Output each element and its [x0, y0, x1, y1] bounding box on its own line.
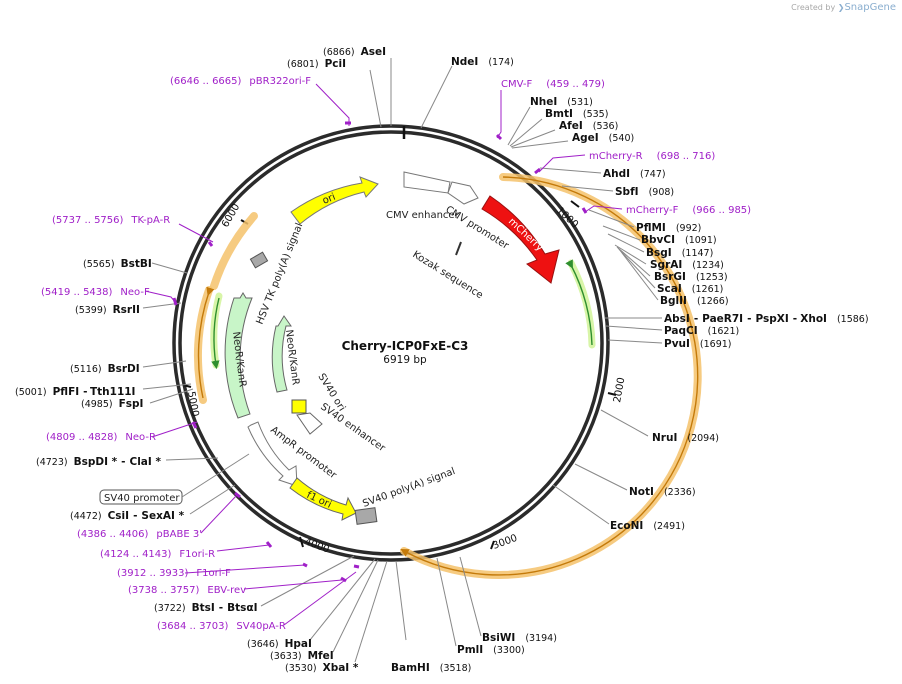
- neor-inner-label: NeoR/KanR: [283, 329, 301, 386]
- credit-brand: SnapGene: [844, 2, 896, 13]
- backbone-inner-ring: [178, 130, 604, 556]
- enzyme-agei: AgeI(540): [572, 132, 634, 144]
- primer-mcherry-r: mCherry-R(698 .. 716): [589, 151, 715, 162]
- neo-orf-arrow-right: [565, 259, 593, 346]
- enzyme-sbfi: SbfI(908): [615, 186, 674, 198]
- sv40-enhancer-shape: [296, 412, 323, 435]
- enzyme-bstbi: (5565)BstBI: [83, 258, 152, 270]
- enzyme-nhei: NheI(531): [530, 96, 593, 108]
- primer-tk-pa-r: (5737 .. 5756)TK-pA-R: [52, 215, 170, 226]
- enzyme-pcii: (6801)PciI: [287, 58, 346, 70]
- enzyme-pvui: PvuI(1691): [664, 338, 732, 350]
- tick-label-2000: 2000: [612, 377, 627, 404]
- enzyme-bsiwi: BsiWI(3194): [482, 632, 557, 644]
- primer-neo-r: (4809 .. 4828)Neo-R: [46, 432, 156, 443]
- primer-pbr322ori-f: (6646 .. 6665)pBR322ori-F: [170, 76, 311, 87]
- hsv-tk-label: HSV TK poly(A) signal: [255, 222, 306, 327]
- primer-ebv-rev: (3738 .. 3757)EBV-rev: [128, 585, 246, 596]
- primer-leaders: [144, 83, 623, 626]
- enzyme-hpai: (3646)HpaI: [247, 638, 312, 650]
- tick-label-5000: 5000: [185, 391, 200, 418]
- enzyme-bbvci: BbvCI(1091): [641, 234, 717, 246]
- enzyme-fspi: (4985)FspI: [81, 398, 143, 410]
- enzyme-noti: NotI(2336): [629, 486, 696, 498]
- neor-inner-arrow: [271, 315, 292, 393]
- orf-highlight-left-1: [210, 212, 258, 290]
- enzyme-ndei: NdeI(174): [451, 56, 514, 68]
- f1-ori-arrow: [289, 477, 357, 521]
- neo-orf-arrow-left: [211, 297, 220, 370]
- sv40-ori-box: [291, 399, 307, 414]
- enzyme-bsrgi: BsrGI(1253): [654, 271, 728, 283]
- plasmid-size: 6919 bp: [383, 354, 427, 366]
- orf-highlight-left-2: [193, 286, 213, 404]
- enzyme-bspdi: (4723)BspDI *-ClaI *: [36, 456, 161, 468]
- enzyme-bamhi: BamHI(3518): [391, 662, 471, 674]
- enzyme-bsgi: BsgI(1147): [646, 247, 713, 259]
- enzyme-xbai: (3530)XbaI *: [285, 662, 359, 674]
- enzyme-pflmi: PflMI(992): [636, 222, 701, 234]
- primer-cmv-f: CMV-F(459 .. 479): [501, 79, 605, 90]
- mcherry-label: mCherry: [506, 216, 545, 254]
- mcherry-arrow: [481, 195, 560, 284]
- cmv-enhancer-arrow: [403, 171, 451, 194]
- sv40-enhancer-label: SV40 enhancer: [318, 401, 387, 454]
- sv40-promoter-label: SV40 promoter: [104, 493, 180, 504]
- ampr-promoter-label: AmpR promoter: [268, 425, 339, 482]
- enzyme-asei: (6866)AseI: [323, 46, 386, 58]
- kozak-label: Kozak sequence: [410, 249, 484, 301]
- enzyme-btsi: (3722)BtsI-BtsαI: [154, 602, 258, 614]
- enzyme-bsrdi: (5116)BsrDI: [70, 363, 140, 375]
- enzyme-scai: ScaI(1261): [657, 283, 723, 295]
- enzyme-pflfi: (5001)PflFI-Tth111I: [15, 386, 135, 398]
- snapgene-logo-icon: ❯: [837, 3, 845, 12]
- kozak-marker: [455, 241, 462, 256]
- orf-arrow-left-2: [197, 286, 215, 399]
- enzyme-rsrii: (5399)RsrII: [75, 304, 140, 316]
- sv40-polya-box: [354, 507, 378, 525]
- enzyme-paqci: PaqCI(1621): [664, 325, 739, 337]
- sv40-promoter-leader: [181, 453, 250, 498]
- primer-marks: [172, 121, 588, 583]
- f1-ori-label: f1 ori: [305, 490, 333, 511]
- enzyme-absi-group: AbsI-PaeR7I-PspXI-XhoI(1586): [664, 313, 869, 325]
- primer-mcherry-f: mCherry-F(966 .. 985): [626, 205, 751, 216]
- ori-arrow: [290, 176, 379, 225]
- enzyme-sgrai: SgrAI(1234): [650, 259, 724, 271]
- cmv-enhancer-label: CMV enhancer: [386, 210, 460, 221]
- enzyme-bglii: BglII(1266): [660, 295, 729, 307]
- tick-label-3000: 3000: [491, 533, 519, 552]
- enzyme-bmti: BmtI(535): [545, 108, 608, 120]
- enzyme-econi: EcoNI(2491): [610, 520, 685, 532]
- neor-outer-arrow: [224, 292, 253, 419]
- enzyme-ahdi: AhdI(747): [603, 168, 666, 180]
- tick-label-4000: 4000: [303, 536, 331, 555]
- primer-pbabe-3: (4386 .. 4406)pBABE 3': [77, 529, 202, 540]
- orf-arrow-main: [400, 176, 699, 576]
- snapgene-credit: Created by ❯SnapGene: [791, 2, 896, 13]
- neo-orf-highlight-right: [567, 259, 596, 349]
- credit-prefix: Created by: [791, 3, 836, 12]
- primer-f1ori-f: (3912 .. 3933)F1ori-F: [117, 568, 231, 579]
- plasmid-name: Cherry-ICP0FxE-C3: [342, 339, 469, 353]
- primer-sv40pa-r: (3684 .. 3703)SV40pA-R: [157, 621, 286, 632]
- cmv-promoter-arrow: [447, 181, 479, 205]
- primer-f1ori-r: (4124 .. 4143)F1ori-R: [100, 549, 215, 560]
- ori-label: ori: [321, 192, 337, 207]
- enzyme-pmli: PmlI(3300): [457, 644, 525, 656]
- hsv-tk-polya-box: [249, 251, 269, 269]
- sv40-polya-label: SV40 poly(A) signal: [361, 466, 457, 510]
- enzyme-mfei: (3633)MfeI: [270, 650, 334, 662]
- enzyme-nrui: NruI(2094): [652, 432, 719, 444]
- enzyme-afei: AfeI(536): [559, 120, 618, 132]
- primer-neo-f: (5419 .. 5438)Neo-F: [41, 287, 150, 298]
- enzyme-csii: (4472)CsiI-SexAI *: [70, 510, 185, 522]
